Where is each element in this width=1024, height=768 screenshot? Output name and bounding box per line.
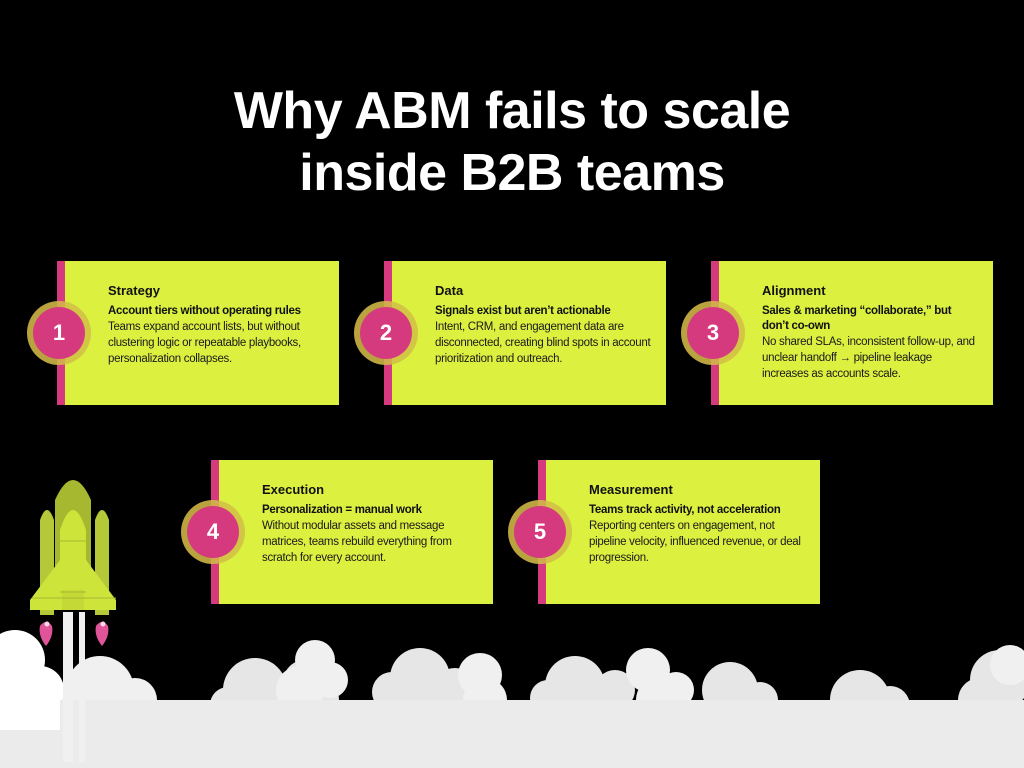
step-number-badge: 1 [27, 301, 85, 365]
title-line-1: Why ABM fails to scale [233, 82, 791, 140]
card-heading: Strategy [108, 283, 161, 298]
card-heading: Execution [262, 482, 325, 497]
card-description: No shared SLAs, inconsistent follow-up, … [762, 336, 975, 380]
title-line-2: inside B2B teams [299, 144, 725, 202]
card-subheading: Sales & marketing “collaborate,” but don… [762, 305, 952, 332]
card-subheading: Account tiers without operating rules [108, 305, 301, 317]
card-description: Intent, CRM, and engagement data are dis… [435, 321, 651, 365]
card-subheading: Teams track activity, not acceleration [589, 504, 781, 516]
card-measurement: 5 Measurement Teams track activity, not … [508, 460, 820, 604]
card-strategy: 1 Strategy Account tiers without operati… [27, 261, 339, 405]
card-heading: Alignment [762, 283, 826, 298]
step-number-badge: 3 [681, 301, 739, 365]
card-description: Teams expand account lists, but without … [108, 321, 301, 365]
space-shuttle-icon [30, 480, 116, 762]
card-heading: Measurement [589, 482, 673, 497]
step-number-badge: 5 [508, 500, 566, 564]
card-heading: Data [435, 283, 464, 298]
card-subheading: Personalization = manual work [262, 504, 422, 516]
card-description: Without modular assets and message matri… [262, 520, 452, 564]
card-subheading: Signals exist but aren’t actionable [435, 305, 611, 317]
step-number-badge: 2 [354, 301, 412, 365]
card-execution: 4 Execution Personalization = manual wor… [181, 460, 493, 604]
card-alignment: 3 Alignment Sales & marketing “collabora… [681, 261, 993, 405]
step-number-badge: 4 [181, 500, 239, 564]
page-title: Why ABM fails to scale inside B2B teams [0, 80, 1024, 204]
card-data: 2 Data Signals exist but aren’t actionab… [354, 261, 666, 405]
card-description: Reporting centers on engagement, not pip… [589, 520, 801, 564]
clouds-icon [0, 630, 1024, 768]
